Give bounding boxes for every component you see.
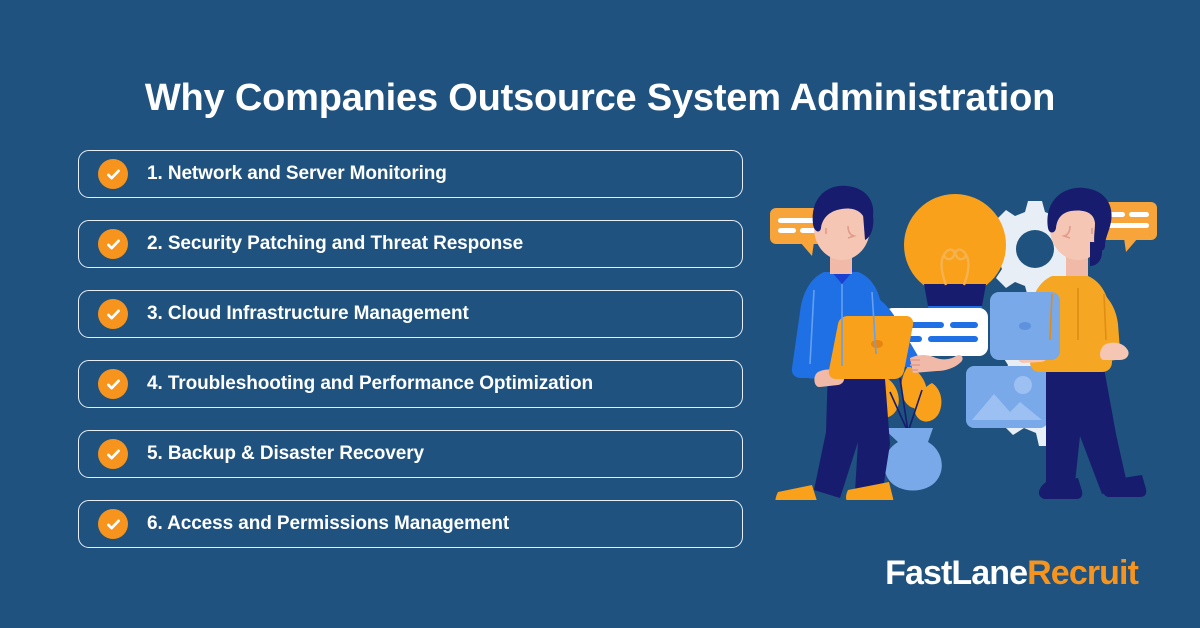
check-circle-icon xyxy=(98,439,128,469)
page-title: Why Companies Outsource System Administr… xyxy=(144,77,1056,119)
checklist-item-5[interactable]: 5. Backup & Disaster Recovery xyxy=(78,430,743,478)
checklist-item-3[interactable]: 3. Cloud Infrastructure Management xyxy=(78,290,743,338)
checklist: 1. Network and Server Monitoring 2. Secu… xyxy=(78,150,743,548)
checklist-item-label: 2. Security Patching and Threat Response xyxy=(147,233,524,254)
checklist-item-label: 1. Network and Server Monitoring xyxy=(147,163,447,184)
check-circle-icon xyxy=(98,159,128,189)
pointing-hand xyxy=(910,355,963,373)
speech-bubble-right-icon xyxy=(1097,202,1157,252)
check-circle-icon xyxy=(98,369,128,399)
check-circle-icon xyxy=(98,299,128,329)
lightbulb-icon xyxy=(904,194,1006,326)
checklist-item-label: 3. Cloud Infrastructure Management xyxy=(147,303,469,324)
check-circle-icon xyxy=(98,229,128,259)
checklist-item-1[interactable]: 1. Network and Server Monitoring xyxy=(78,150,743,198)
check-circle-icon xyxy=(98,509,128,539)
person-right-with-laptop xyxy=(990,187,1147,499)
checklist-item-label: 6. Access and Permissions Management xyxy=(147,513,510,534)
logo-part-two: Recruit xyxy=(1027,554,1139,592)
checklist-item-label: 5. Backup & Disaster Recovery xyxy=(147,443,424,464)
team-collaboration-illustration xyxy=(752,180,1172,500)
checklist-item-2[interactable]: 2. Security Patching and Threat Response xyxy=(78,220,743,268)
image-placeholder-icon xyxy=(966,366,1048,428)
checklist-item-6[interactable]: 6. Access and Permissions Management xyxy=(78,500,743,548)
checklist-item-label: 4. Troubleshooting and Performance Optim… xyxy=(147,373,594,394)
logo-part-one: FastLane xyxy=(885,554,1028,592)
checklist-item-4[interactable]: 4. Troubleshooting and Performance Optim… xyxy=(78,360,743,408)
brand-logo[interactable]: FastLaneRecruit xyxy=(885,554,1139,592)
person-left-with-laptop xyxy=(775,185,963,500)
